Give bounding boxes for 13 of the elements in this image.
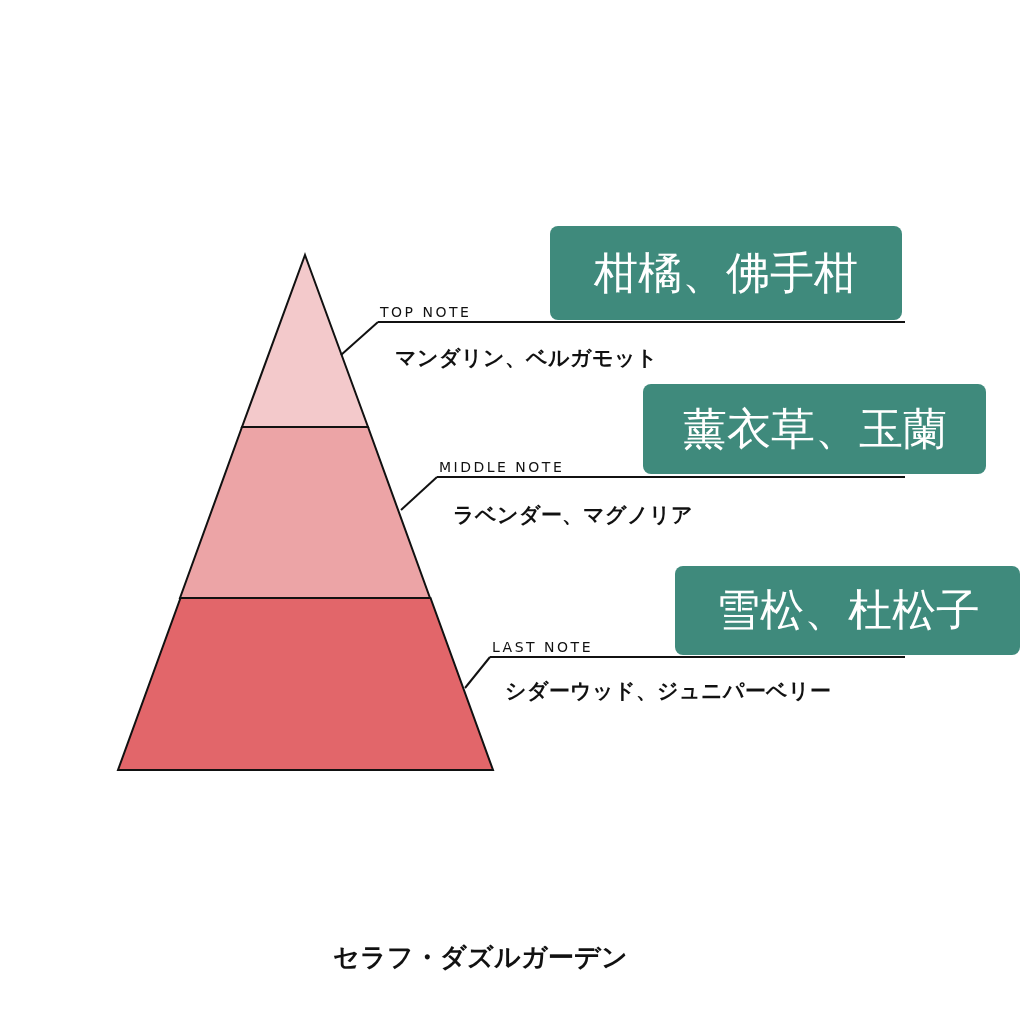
leader-line: [464, 656, 491, 689]
title: セラフ・ダズルガーデン: [333, 941, 628, 974]
note-ingredients: シダーウッド、ジュニパーベリー: [505, 678, 831, 704]
note-heading: MIDDLE NOTE: [438, 459, 565, 475]
leader-line: [400, 476, 438, 511]
leader-line: [340, 321, 379, 356]
translation-label: 柑橘、佛手柑: [550, 226, 902, 320]
note-heading: TOP NOTE: [379, 304, 472, 320]
note-ingredients: マンダリン、ベルガモット: [395, 345, 658, 371]
note-ingredients: ラベンダー、マグノリア: [453, 502, 693, 528]
translation-label: 薰衣草、玉蘭: [643, 384, 986, 474]
translation-label: 雪松、杜松子: [675, 566, 1020, 655]
note-heading: LAST NOTE: [491, 639, 593, 655]
